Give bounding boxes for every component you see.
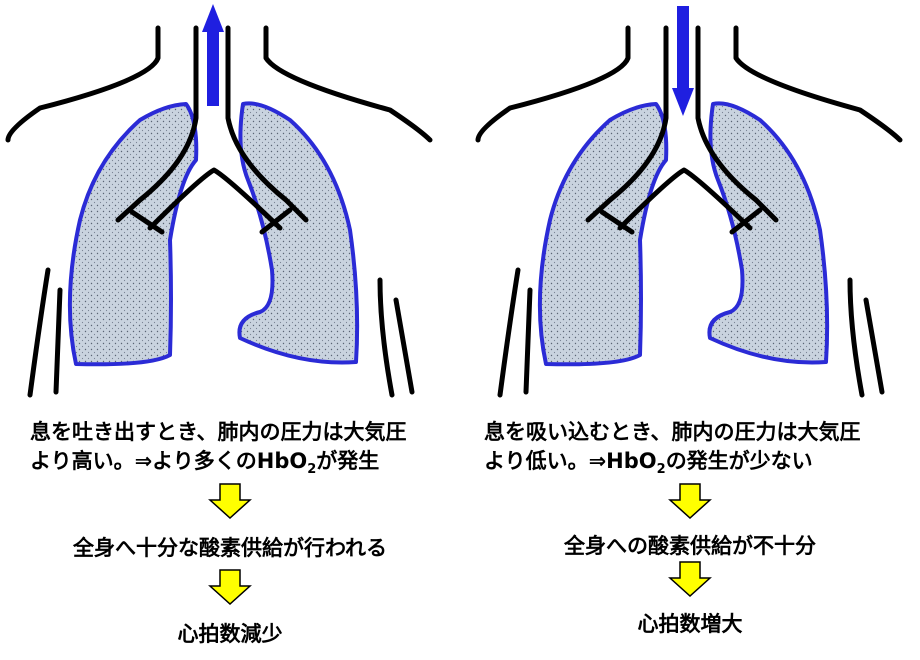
down-arrow-2 (668, 561, 712, 598)
caption-line-1: 息を吸い込むとき、肺内の圧力は大気圧 (484, 420, 861, 444)
neck-left (475, 25, 631, 143)
down-arrow-1 (208, 483, 252, 520)
bronchus-branch-left (129, 209, 165, 235)
exhale-step-2: 心拍数減少 (177, 622, 283, 646)
bronchus-branch-right (259, 207, 293, 235)
exhale-arrow (202, 4, 224, 106)
neck-left (5, 25, 161, 143)
lungs-diagram-exhale (5, 4, 433, 606)
inhale-step-1: 全身への酸素供給が不十分 (564, 534, 816, 558)
bronchus-left (617, 167, 753, 231)
arm-right (847, 277, 865, 398)
neck-right (733, 25, 903, 143)
torso-left (53, 287, 63, 395)
caption-line-1: 息を吐き出すとき、肺内の圧力は大気圧 (30, 420, 407, 444)
right-lung (237, 101, 360, 365)
left-lung (67, 102, 199, 367)
inhale-arrow (672, 6, 694, 116)
exhale-step-1: 全身へ十分な酸素供給が行われる (73, 536, 387, 560)
bronchus-branch-left (599, 209, 635, 235)
inhale-panel: 息を吸い込むとき、肺内の圧力は大気圧 より低い。⇒HbO2の発生が少ない 全身へ… (460, 0, 920, 660)
trachea-right-wall (225, 25, 309, 223)
exhale-caption: 息を吐き出すとき、肺内の圧力は大気圧 より高い。⇒より多くのHbO2が発生 (30, 418, 450, 479)
exhale-panel: 息を吐き出すとき、肺内の圧力は大気圧 より高い。⇒より多くのHbO2が発生 全身… (5, 4, 450, 646)
trachea-left-wall (585, 25, 669, 223)
lungs-diagram-inhale (475, 6, 903, 598)
right-lung (707, 101, 830, 365)
arm-right (377, 277, 395, 398)
bronchus-left (147, 167, 283, 231)
torso-right (393, 297, 415, 395)
down-arrow-1 (668, 483, 712, 520)
trachea-left-wall (115, 25, 199, 223)
caption-line-2: より高い。⇒より多くのHbO2が発生 (30, 449, 380, 477)
torso-right (863, 297, 885, 395)
down-arrow-2 (208, 569, 252, 606)
neck-right (263, 25, 433, 143)
inhale-caption: 息を吸い込むとき、肺内の圧力は大気圧 より低い。⇒HbO2の発生が少ない (484, 418, 904, 479)
trachea-right-wall (695, 25, 779, 223)
left-lung (537, 102, 669, 367)
arm-left (497, 267, 521, 398)
inhale-step-2: 心拍数増大 (637, 612, 743, 636)
arm-left (27, 267, 51, 398)
caption-line-2: より低い。⇒HbO2の発生が少ない (484, 449, 813, 477)
torso-left (523, 287, 533, 395)
bronchus-branch-right (729, 207, 763, 235)
